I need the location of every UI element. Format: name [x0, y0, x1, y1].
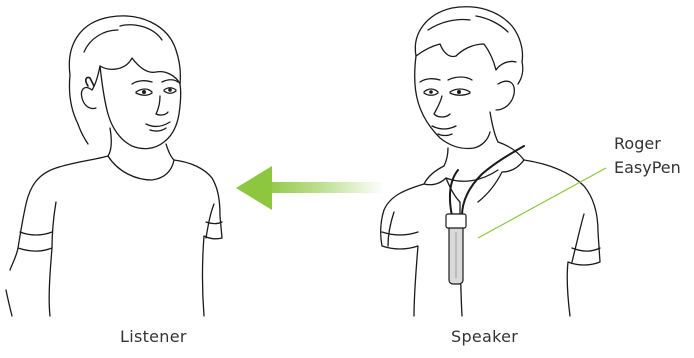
listener-shirt — [6, 156, 222, 316]
transmission-arrow — [236, 166, 384, 210]
speaker-ear — [496, 81, 514, 110]
device-label: Roger EasyPen — [614, 132, 681, 180]
listener-sleeve-hem — [20, 222, 222, 235]
arrow-left-icon — [236, 166, 272, 210]
device-label-line2: EasyPen — [614, 156, 681, 180]
listener-neck — [108, 128, 174, 160]
listener-mouth — [146, 122, 170, 131]
listener-figure — [6, 16, 222, 316]
device-label-line1: Roger — [614, 132, 681, 156]
device-pointer-line — [478, 168, 606, 238]
speaker-eyes — [420, 77, 472, 95]
listener-face — [100, 66, 181, 149]
hearing-aid-icon — [86, 77, 94, 86]
listener-eyes — [132, 80, 178, 96]
speaker-figure — [381, 7, 600, 316]
speaker-collar — [424, 142, 524, 202]
speaker-face — [415, 56, 490, 149]
listener-nose — [156, 96, 168, 115]
speaker-label: Speaker — [451, 327, 518, 346]
speaker-shirt — [381, 160, 600, 316]
listener-ear — [81, 88, 96, 109]
speaker-hair — [415, 7, 522, 84]
roger-easypen-device — [446, 214, 466, 284]
speaker-nose — [434, 96, 450, 117]
speaker-neck — [444, 112, 498, 166]
listener-label: Listener — [120, 327, 187, 346]
speaker-sleeve-hem — [382, 232, 600, 251]
